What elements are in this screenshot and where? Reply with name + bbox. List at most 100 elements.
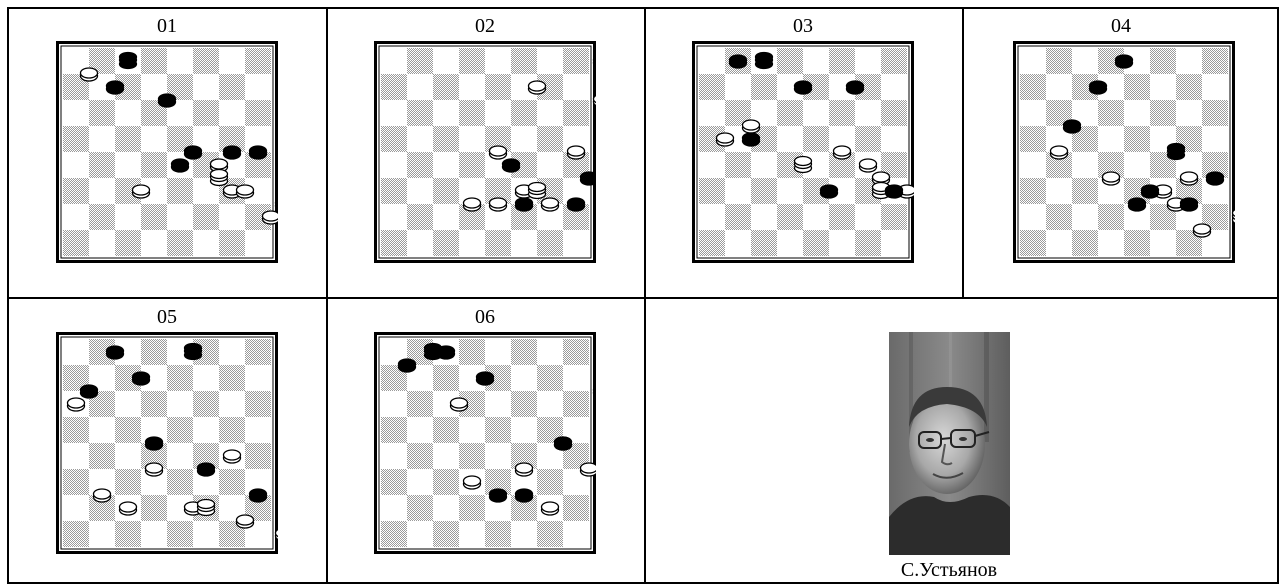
light-square [245,74,271,100]
light-square [459,521,485,547]
white-checker [542,198,559,211]
dark-square [1098,204,1124,230]
light-square [1150,74,1176,100]
black-checker [1090,81,1107,94]
dark-square [1020,126,1046,152]
dark-square [167,521,193,547]
light-square [563,521,589,547]
light-square [167,443,193,469]
light-square [245,417,271,443]
dark-square [1150,100,1176,126]
black-checker [516,198,533,211]
dark-square [381,230,407,256]
dark-square [1020,230,1046,256]
dark-square [381,126,407,152]
dark-square [881,100,907,126]
dark-square [777,100,803,126]
light-square [193,365,219,391]
dark-square [459,443,485,469]
light-square [381,100,407,126]
light-square [829,230,855,256]
light-square [1072,48,1098,74]
light-square [881,74,907,100]
dark-square [167,417,193,443]
table-border-right [1277,7,1279,584]
dark-square [855,230,881,256]
light-square [485,48,511,74]
light-square [1072,152,1098,178]
light-square [1202,126,1228,152]
dark-square [141,48,167,74]
white-checker [94,489,111,502]
light-square [725,178,751,204]
dark-square [63,230,89,256]
dark-square [115,126,141,152]
checkers-board [374,332,596,554]
dark-square [219,365,245,391]
light-square [115,152,141,178]
dark-square [563,495,589,521]
position-label: 04 [1021,15,1221,37]
light-square [63,204,89,230]
light-square [1046,178,1072,204]
table-divider-col1 [326,7,328,584]
dark-square [115,230,141,256]
light-square [193,417,219,443]
light-square [459,74,485,100]
dark-square [485,521,511,547]
light-square [803,100,829,126]
dark-square [115,521,141,547]
light-square [381,443,407,469]
dark-square [1150,48,1176,74]
black-checker [1207,172,1224,185]
black-checker [1142,185,1159,198]
light-square [563,230,589,256]
light-square [115,443,141,469]
light-square [459,126,485,152]
dark-square [699,178,725,204]
light-square [725,74,751,100]
light-square [751,204,777,230]
photo-caption: С.Устьянов [849,558,1049,582]
white-checker [1103,172,1120,185]
white-checker [581,463,597,476]
light-square [1046,230,1072,256]
dark-square [537,230,563,256]
checkers-board [56,41,278,263]
light-square [1150,230,1176,256]
light-square [407,521,433,547]
light-square [219,100,245,126]
light-square [1202,74,1228,100]
dark-square [459,495,485,521]
black-checker [555,437,572,450]
white-checker [1181,172,1198,185]
dark-square [433,469,459,495]
light-square [381,48,407,74]
dark-square [563,48,589,74]
black-checker [399,359,416,372]
light-square [459,230,485,256]
light-square [855,204,881,230]
light-square [537,48,563,74]
white-checker [146,463,163,476]
dark-square [89,100,115,126]
black-checker [107,81,124,94]
light-square [511,126,537,152]
white-checker [1051,146,1068,159]
black-checker [477,372,494,385]
light-square [193,521,219,547]
white-checker [224,450,241,463]
white-king [198,500,215,516]
white-checker [542,502,559,515]
dark-square [141,152,167,178]
white-checker [81,68,98,81]
white-checker [120,502,137,515]
dark-square [1202,100,1228,126]
light-square [485,391,511,417]
white-checker [237,185,254,198]
light-square [699,48,725,74]
white-king [795,157,812,173]
dark-square [855,126,881,152]
light-square [433,495,459,521]
dark-square [537,365,563,391]
